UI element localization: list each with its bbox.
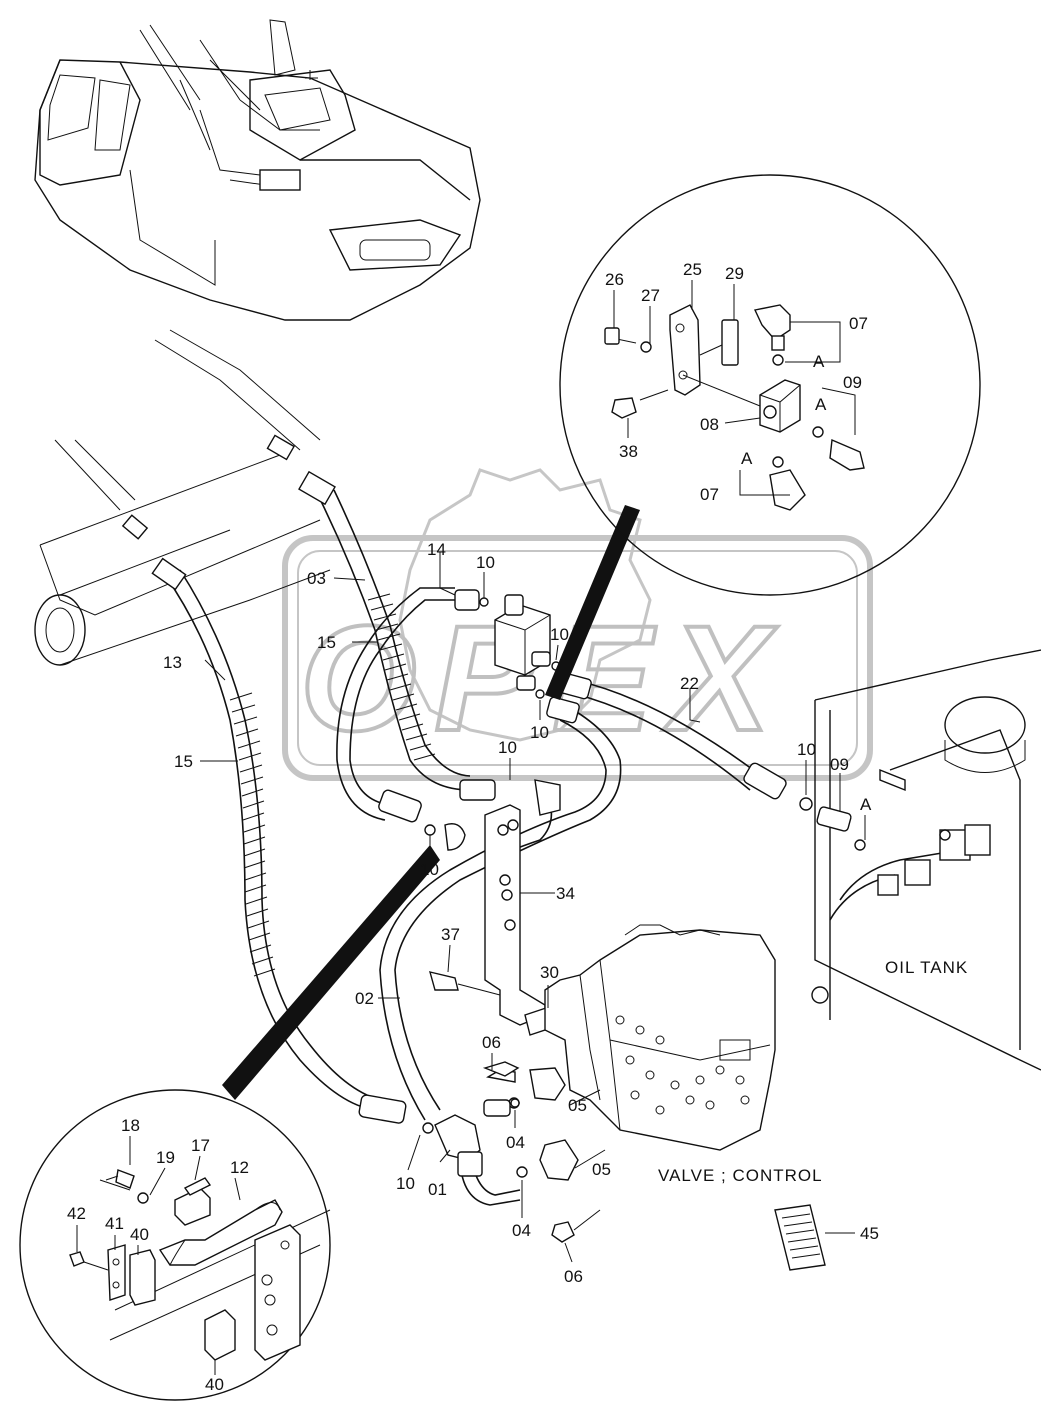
leader-lines: [76, 280, 866, 1375]
callout-18: 18: [121, 1116, 140, 1135]
callout-08: 08: [700, 415, 719, 434]
callout-05-b: 05: [592, 1160, 611, 1179]
leader-bar-bottom: [222, 845, 440, 1100]
callout-a-4: A: [860, 795, 872, 814]
callout-a-2: A: [815, 395, 827, 414]
callout-27: 27: [641, 286, 660, 305]
callout-10-a: 10: [476, 553, 495, 572]
callout-09-right: 09: [830, 755, 849, 774]
callout-labels: 26 27 25 29 07 A 09 A 08 38 A 07 14 10 0…: [67, 260, 879, 1394]
plate-45: [774, 1204, 855, 1271]
callout-22: 22: [680, 674, 699, 693]
callout-04-b: 04: [512, 1221, 531, 1240]
callout-09-top: 09: [843, 373, 862, 392]
callout-06-b: 06: [564, 1267, 583, 1286]
caption-control-valve: VALVE ; CONTROL: [658, 1166, 823, 1185]
selector-valve-center: [479, 594, 561, 699]
control-valve-block: VALVE ; CONTROL: [482, 924, 823, 1243]
callout-29: 29: [725, 264, 744, 283]
caption-oil-tank: OIL TANK: [885, 958, 968, 977]
callout-34: 34: [556, 884, 575, 903]
watermark-frame: [282, 535, 873, 781]
callout-14: 14: [427, 540, 446, 559]
callout-10-c: 10: [530, 723, 549, 742]
callout-10-b: 10: [550, 625, 569, 644]
callout-a-3: A: [741, 449, 753, 468]
callout-10-f: 10: [797, 740, 816, 759]
callout-40-b: 40: [205, 1375, 224, 1394]
callout-37: 37: [441, 925, 460, 944]
callout-17: 17: [191, 1136, 210, 1155]
callout-04-a: 04: [506, 1133, 525, 1152]
callout-a-1: A: [813, 352, 825, 371]
callout-02: 02: [355, 989, 374, 1008]
callout-10-d: 10: [498, 738, 517, 757]
callout-10-g: 10: [396, 1174, 415, 1193]
excavator-overview: [34, 19, 481, 321]
callout-01: 01: [428, 1180, 447, 1199]
oil-tank: OIL TANK: [811, 649, 1041, 1071]
bracket-34: [429, 804, 561, 1036]
callout-45: 45: [860, 1224, 879, 1243]
callout-38: 38: [619, 442, 638, 461]
callout-03: 03: [307, 569, 326, 588]
callout-07-top: 07: [849, 314, 868, 333]
callout-26: 26: [605, 270, 624, 289]
callout-19: 19: [156, 1148, 175, 1167]
callout-30: 30: [540, 963, 559, 982]
detail-circle-bottom: [19, 1089, 331, 1401]
callout-42: 42: [67, 1204, 86, 1223]
callout-40-a: 40: [130, 1225, 149, 1244]
detail-circle-top: [559, 174, 981, 596]
callout-13: 13: [163, 653, 182, 672]
leader-bar-top: [545, 505, 640, 700]
callout-25: 25: [683, 260, 702, 279]
elbow-fittings: [422, 779, 561, 1177]
callout-15-b: 15: [174, 752, 193, 771]
callout-15-a: 15: [317, 633, 336, 652]
callout-07-bottom: 07: [700, 485, 719, 504]
callout-12: 12: [230, 1158, 249, 1177]
callout-05-a: 05: [568, 1096, 587, 1115]
boom-outline: [34, 329, 331, 666]
callout-41: 41: [105, 1214, 124, 1233]
callout-06-a: 06: [482, 1033, 501, 1052]
callout-10-e: 10: [420, 860, 439, 879]
watermark-gear: [398, 468, 652, 742]
